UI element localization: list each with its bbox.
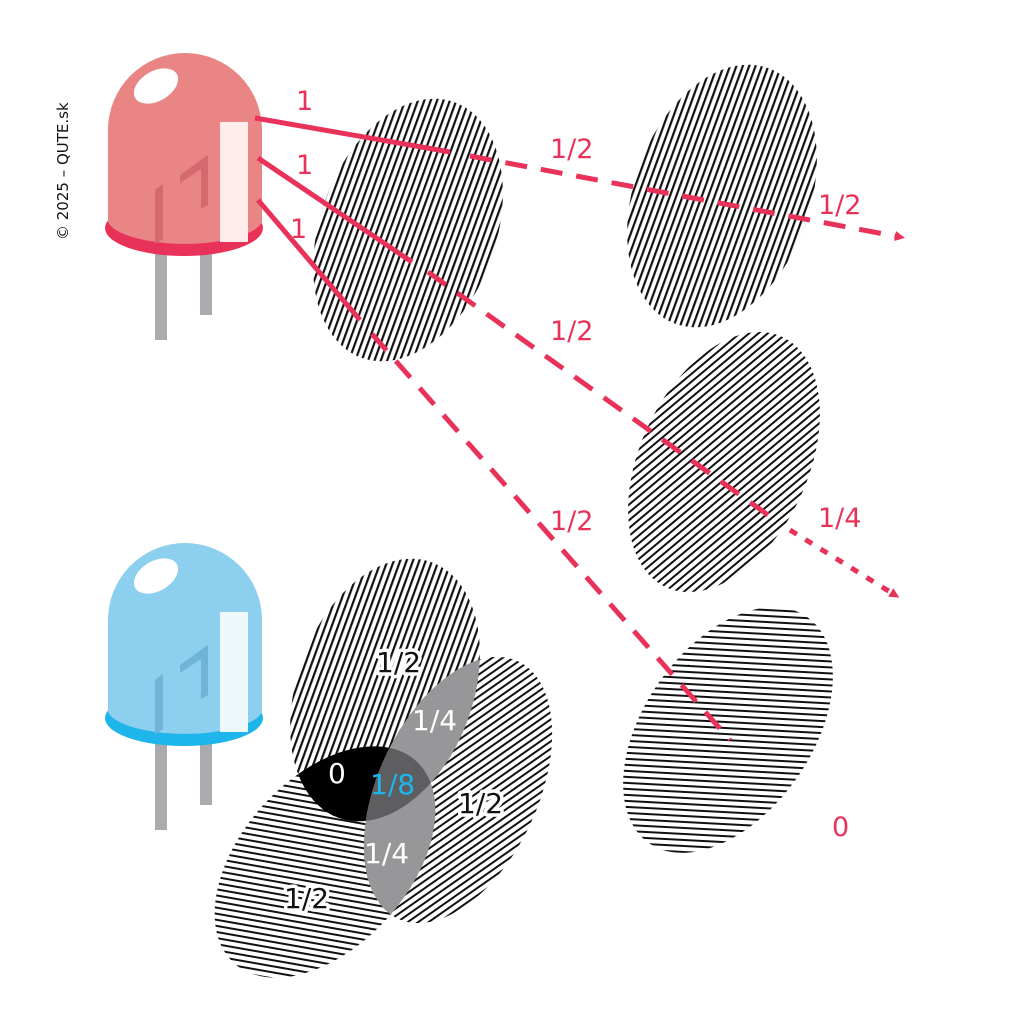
region-triple-overlap: 1/8	[370, 768, 415, 801]
beam-2-after-first: 1/2	[550, 316, 593, 347]
beam-1-intensity: 1	[296, 86, 313, 117]
overlapping-polarizers	[214, 558, 553, 978]
beam-1-after-first: 1/2	[550, 134, 593, 165]
region-vertical-diagonal: 1/4	[412, 704, 457, 737]
polarizer-diagonal-second	[628, 331, 820, 593]
beam-1-final: 1/2	[818, 190, 861, 221]
beam-2-final: 1/4	[818, 503, 861, 534]
blue-led	[105, 543, 263, 830]
light-beams	[254, 115, 905, 742]
beam-3-final: 0	[832, 812, 849, 843]
beam-3-intensity: 1	[290, 214, 307, 245]
region-diagonal-only: 1/2	[458, 787, 503, 820]
region-vertical-horizontal: 0	[328, 757, 346, 790]
red-led	[105, 53, 263, 340]
copyright-text: © 2025 – QUTE.sk	[54, 102, 72, 240]
beam-3-after-first: 1/2	[550, 506, 593, 537]
region-vertical-only: 1/2	[376, 646, 421, 679]
region-horizontal-only: 1/2	[284, 882, 329, 915]
polarizer-vertical-second	[627, 64, 817, 328]
beam-2-intensity: 1	[296, 150, 313, 181]
polarizer-horizontal-second	[623, 607, 833, 853]
polarizer-vertical-first	[313, 98, 503, 362]
region-diagonal-horizontal: 1/4	[364, 837, 409, 870]
